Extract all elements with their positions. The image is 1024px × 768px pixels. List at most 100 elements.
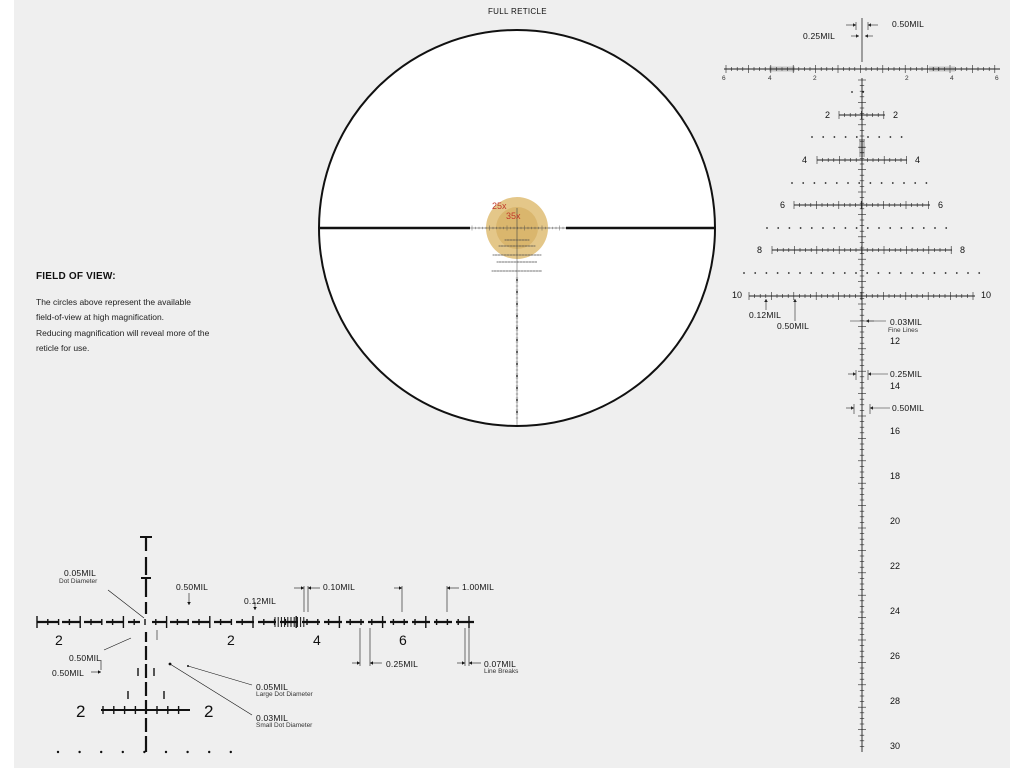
tree-dot [955,272,958,274]
fov-line-3: Reducing magnification will reveal more … [36,328,210,338]
callout-050-top-arrow-head [187,602,191,605]
callout-050-left-b-arrow-head [98,670,101,674]
side-050-arrow-left-head [851,406,854,410]
tree-dot [787,272,790,274]
vertical-label: 12 [890,336,901,346]
small-dot-leader [169,663,253,716]
top-scale-label: 2 [905,75,909,82]
callout-025-arrow-right-head [370,661,373,665]
tree-dot [835,182,838,184]
tree-dot [878,136,881,138]
small-dot-callout: 0.03MIL [256,713,289,723]
tree-dot [788,227,791,229]
tree-dot [889,227,892,229]
small-dot-sub: Small Dot Diameter [256,722,313,729]
mini-dot [516,339,518,341]
fov-heading: FIELD OF VIEW: [36,271,116,282]
tree-dot [799,227,802,229]
tree-dot [889,136,892,138]
tree-dot [925,182,928,184]
callout-050-top: 0.50MIL [892,19,925,29]
vertical-label: 14 [890,381,901,391]
callout-012-right: 0.12MIL [749,310,782,320]
vertical-label: 22 [890,561,901,571]
tree-dot [880,182,883,184]
tree-dot [824,182,827,184]
mini-dot [516,387,518,389]
tree-dot [911,227,914,229]
callout-012-detail: 0.12MIL [244,596,277,606]
tree-dot [858,182,861,184]
top-scale-label: 6 [995,75,999,82]
tree-dot [978,272,981,274]
detail-scale-label: 4 [313,632,321,648]
mini-dot [516,279,518,281]
callout-010-arrow-left-head [301,586,304,590]
side-025-arrow-left-head [853,372,856,376]
callout-025-top: 0.25MIL [803,31,836,41]
callout-050-top-detail: 0.50MIL [176,582,209,592]
vertical-label: 30 [890,741,901,751]
callout-050-left-a: 0.50MIL [69,653,102,663]
vertical-label: 20 [890,516,901,526]
detail-bottom-dot [164,750,168,754]
tree-dot [944,272,947,274]
tree-dot [967,272,969,274]
tree-dot [851,91,853,93]
top-scale-label: 6 [722,75,726,82]
tree-label-right: 6 [938,200,944,210]
dot-diameter-callout: 0.05MIL [64,568,97,578]
callout-010-arrow-right-head [308,586,311,590]
tree-dot [922,227,925,229]
vertical-label: 28 [890,696,901,706]
callout-025-arrow-right-head [865,34,868,38]
mini-dot [516,291,518,293]
tree-dot [810,272,813,274]
fov-line-1: The circles above represent the availabl… [36,297,191,307]
mini-dot [516,411,518,413]
bottom-detail-reticle [36,536,481,754]
callout-100-arrow-left-head [399,586,402,590]
mag-label-25x: 25x [492,201,507,211]
fine-lines-arrow-head [866,319,869,323]
dot-diameter-leader [107,589,145,619]
mag-label-35x: 35x [506,211,521,221]
large-dot-leader [187,665,253,686]
tree-dot [844,136,847,138]
detail-bottom-dot [121,750,125,754]
tree-dot [822,227,824,229]
tree-dot [945,227,948,229]
tree-dot [821,272,824,274]
detail-bottom-dot [78,750,81,754]
tree-dot [766,227,768,229]
tree-dot [799,272,801,274]
tree-dot [832,272,835,274]
tree-dot [900,136,903,138]
mini-dot [516,375,518,377]
line-breaks-sub: Line Breaks [484,668,519,675]
tree-dot [776,272,779,274]
callout-025-side: 0.25MIL [890,369,923,379]
callout-100-detail: 1.00MIL [462,582,495,592]
lower-tree-label-right: 2 [204,702,214,721]
callout-012-arrow-head [253,607,257,610]
detail-bottom-dot [100,750,103,754]
tree-label-right: 10 [981,290,992,300]
callout-010-detail: 0.10MIL [323,582,356,592]
mini-reticle [470,208,566,425]
detail-scale-label: 6 [399,632,407,648]
tree-dot [922,272,925,274]
tree-dot [791,182,793,184]
callout-050-arrow-left-head [853,23,856,27]
tree-label-right: 8 [960,245,966,255]
tree-dot [891,182,894,184]
vertical-label: 18 [890,471,901,481]
tree-dot [754,272,757,274]
tree-dot [810,227,813,229]
tree-dot [855,272,857,274]
tree-dot [903,182,905,184]
callout-100-arrow-right-head [447,586,450,590]
tree-dot [844,227,847,229]
line-breaks-callout: 0.07MIL [484,659,517,669]
